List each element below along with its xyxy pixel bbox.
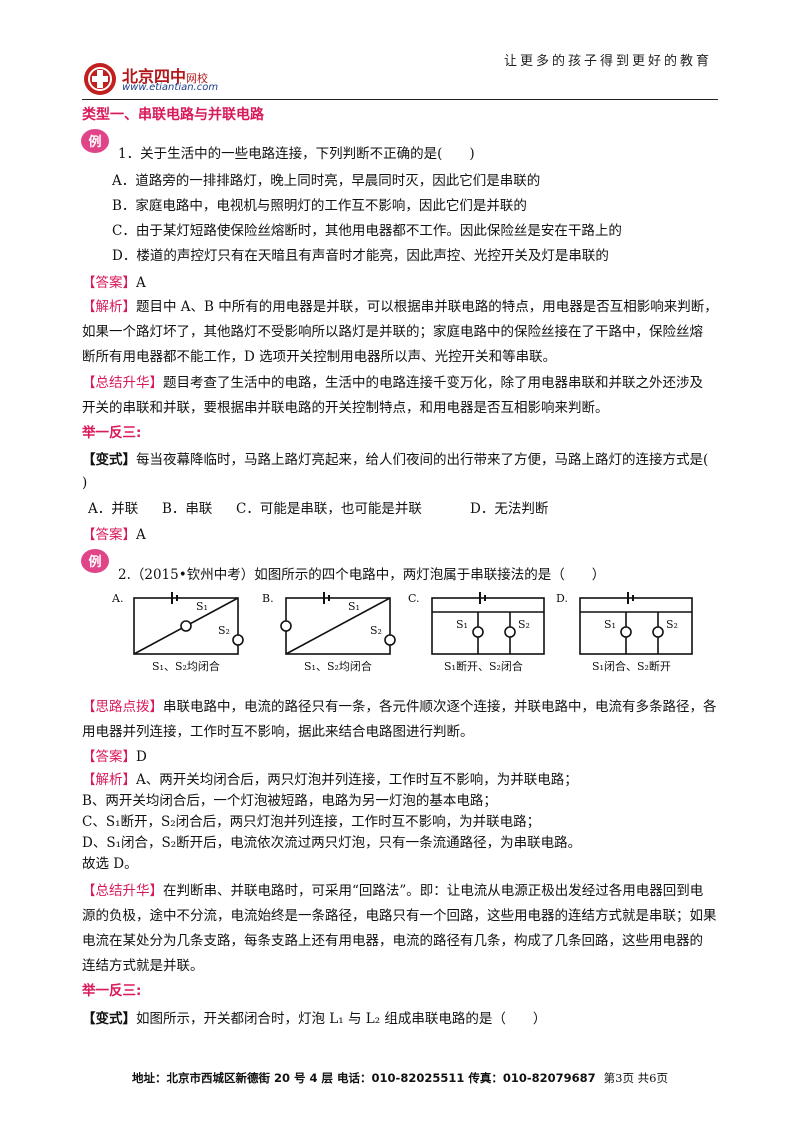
circuit-d-s1: S₁ — [604, 618, 616, 631]
circuit-d-letter: D. — [556, 592, 568, 605]
q2-answer: 【答案】D — [82, 749, 147, 765]
svg-text:例: 例 — [88, 554, 101, 570]
q2-summary-line-4: 连结方式就是并联。 — [82, 958, 204, 974]
school-logo-icon — [84, 63, 116, 95]
circuit-a-s2: S₂ — [218, 624, 230, 637]
q1-summary-line-1: 【总结升华】题目考查了生活中的电路，生活中的电路连接千变万化，除了用电器串联和并… — [82, 375, 703, 391]
example-badge-icon: 例 — [81, 129, 109, 153]
practice1-variant-cont: ) — [82, 475, 88, 491]
q1-option-c: C．由于某灯短路使保险丝熔断时，其他用电器都不工作。因此保险丝是安在干路上的 — [112, 223, 622, 239]
q1-answer: 【答案】A — [82, 275, 146, 291]
q1-option-b: B．家庭电路中，电视机与照明灯的工作互不影响，因此它们是并联的 — [112, 198, 527, 214]
q2-analysis-line-5: 故选 D。 — [82, 856, 138, 872]
circuit-c-s1: S₁ — [456, 618, 468, 631]
circuit-d-s2: S₂ — [666, 618, 678, 631]
q2-analysis-line-2: B、两开关均闭合后，一个灯泡被短路，电路为另一灯泡的基本电路； — [82, 793, 497, 809]
q2-analysis-line-4: D、S₁闭合，S₂断开后，电流依次流过两只灯泡，只有一条流通路径，为串联电路。 — [82, 835, 582, 851]
circuit-a-caption: S₁、S₂均闭合 — [152, 659, 220, 673]
q1-stem: 1．关于生活中的一些电路连接，下列判断不正确的是( ) — [118, 146, 475, 162]
page-footer: 地址：北京市西城区新德街 20 号 4 层 电话：010-82025511 传真… — [132, 1071, 668, 1085]
q2-summary-line-3: 电流在某处分为几条支路，每条支路上还有用电器，电流的路径有几条，构成了几条回路，… — [82, 933, 703, 949]
q1-analysis-line-1: 【解析】题目中 A、B 中所有的用电器是并联，可以根据串并联电路的特点，用电器是… — [82, 299, 718, 315]
header-divider — [82, 99, 718, 100]
circuit-b-s2: S₂ — [370, 624, 382, 637]
logo-name: 北京四中网校 — [122, 67, 209, 86]
q1-option-a: A．道路旁的一排排路灯，晚上同时亮，早晨同时灭，因此它们是串联的 — [112, 173, 541, 189]
q2-stem: 2.（2015•钦州中考）如图所示的四个电路中，两灯泡属于串联接法的是（ ） — [118, 567, 606, 583]
circuit-b-caption: S₁、S₂均闭合 — [304, 659, 372, 673]
q1-analysis-line-2: 如果一个路灯坏了，其他路灯不受影响所以路灯是并联的；家庭电路中的保险丝接在了干路… — [82, 324, 703, 340]
practice2-title: 举一反三: — [82, 983, 142, 999]
q1-option-d: D．楼道的声控灯只有在天暗且有声音时才能亮，因此声控、光控开关及灯是串联的 — [112, 248, 609, 264]
q2-summary-line-2: 源的负极，途中不分流，电流始终是一条路径，电路只有一个回路，这些用电器的连结方式… — [82, 908, 717, 924]
q2-hint-line-1: 【思路点拨】串联电路中，电流的路径只有一条，各元件顺次逐个连接，并联电路中，电流… — [82, 699, 717, 715]
q2-summary-line-1: 【总结升华】在判断串、并联电路时，可采用“回路法”。即：让电流从电源正极出发经过… — [82, 883, 704, 899]
circuit-a-s1: S₁ — [196, 600, 208, 613]
svg-text:例: 例 — [88, 134, 101, 150]
practice1-option-d: D．无法判断 — [470, 501, 549, 517]
practice1-option-b: B．串联 — [162, 501, 213, 517]
practice1-title: 举一反三: — [82, 425, 142, 441]
q1-analysis-line-3: 断所有用电器都不能工作，D 选项开关控制用电器所以声、光控开关和等串联。 — [82, 349, 557, 365]
section-title: 类型一、串联电路与并联电路 — [82, 107, 264, 123]
practice1-variant: 【变式】每当夜幕降临时，马路上路灯亮起来，给人们夜间的出行带来了方便，马路上路灯… — [82, 452, 709, 468]
logo-url: www.etiantian.com — [122, 82, 219, 93]
q2-analysis-line-3: C、S₁断开，S₂闭合后，两只灯泡并列连接，工作时互不影响，为并联电路； — [82, 814, 541, 830]
circuit-c-caption: S₁断开、S₂闭合 — [444, 659, 523, 673]
circuit-b-s1: S₁ — [348, 600, 360, 613]
practice1-answer: 【答案】A — [82, 527, 146, 543]
circuit-b-letter: B. — [262, 592, 274, 605]
circuit-diagrams: A. S₁ S₂ S₁、S₂均闭合 B. S₁ S₂ S₁、S₂均闭合 C. S… — [111, 592, 693, 673]
circuit-c-s2: S₂ — [518, 618, 530, 631]
q2-hint-line-2: 用电器并列连接，工作时互不影响，据此来结合电路图进行判断。 — [82, 724, 474, 740]
practice1-option-c: C．可能是串联，也可能是并联 — [236, 501, 422, 517]
page-number: 第3页 共6页 — [603, 1071, 668, 1085]
circuit-c-letter: C. — [408, 592, 420, 605]
practice2-variant: 【变式】如图所示，开关都闭合时，灯泡 L₁ 与 L₂ 组成串联电路的是（ ） — [82, 1011, 547, 1027]
circuit-a-letter: A. — [111, 592, 123, 605]
q1-summary-line-2: 开关的串联和并联，要根据串并联电路的开关控制特点，和用电器是否互相影响来判断。 — [82, 400, 609, 416]
example-badge-icon: 例 — [81, 549, 109, 573]
circuit-d-caption: S₁闭合、S₂断开 — [592, 659, 671, 673]
practice1-option-a: A．并联 — [88, 501, 139, 517]
q2-analysis-line-1: 【解析】A、两开关均闭合后，两只灯泡并列连接，工作时互不影响，为并联电路； — [82, 772, 578, 788]
header-slogan: 让更多的孩子得到更好的教育 — [503, 54, 712, 69]
